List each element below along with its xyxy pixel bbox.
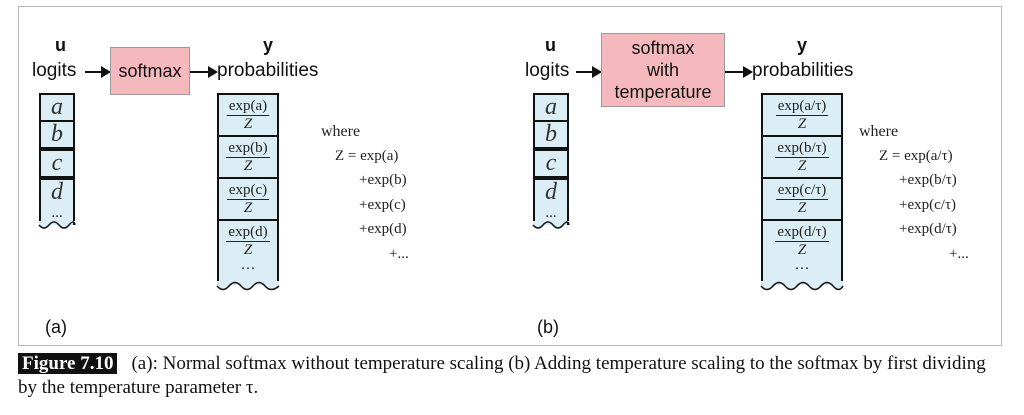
arrow-softmax-to-probabilities-a [190,66,218,78]
arrow-logits-to-softmax-b [576,66,602,78]
equation-line: +... [389,246,409,262]
equation-line: +exp(b/τ) [899,172,957,188]
input-cell-a: a [39,93,75,122]
equation-line: +exp(d) [359,221,407,237]
input-cell-b: b [533,120,569,149]
torn-edge-icon [760,281,844,291]
output-cell-b: exp(b)Z [217,135,279,179]
torn-edge-icon [216,281,280,291]
arrow-softmax-to-probabilities-b [725,66,753,78]
output-cell-a: exp(a/τ)Z [761,93,843,137]
y-vector-label-a: y [263,35,274,55]
where-label-a: where [321,123,361,140]
equation-line: Z = exp(a/τ) [879,148,953,164]
u-vector-label-a: u [55,35,66,55]
input-cell-c: c [39,149,75,178]
input-cell-d: d [533,178,569,207]
softmax-label-a: softmax [118,60,182,81]
input-ellipsis-cell: ... [533,205,569,225]
output-cell-d: exp(d)Z [217,219,279,263]
figure-number-badge: Figure 7.10 [18,353,118,374]
input-cell-d: d [39,178,75,207]
equation-line: +exp(c/τ) [899,197,956,213]
figure-caption: Figure 7.10(a): Normal softmax without t… [18,352,1008,400]
caption-text: (a): Normal softmax without temperature … [18,353,986,398]
temperature-label-b: temperature [614,82,712,102]
probabilities-label-b: probabilities [752,60,854,81]
output-cell-b: exp(b/τ)Z [761,135,843,179]
softmax-label-b: softmax [631,38,695,58]
equation-line: Z = exp(a) [335,148,399,164]
equation-line: +exp(d/τ) [899,221,957,237]
y-vector-label-b: y [797,35,808,55]
input-cell-a: a [533,93,569,122]
softmax-temperature-box: softmax with temperature [601,33,725,107]
u-vector-label-b: u [545,35,556,55]
input-cell-c: c [533,149,569,178]
where-label-b: where [859,123,899,140]
output-cell-c: exp(c)Z [217,177,279,221]
logits-label-b: logits [525,60,570,81]
figure-panel: u logits softmax y probabilities a b c d… [18,6,1002,346]
panel-tag-a: (a) [45,317,67,337]
input-cell-b: b [39,120,75,149]
probabilities-label-a: probabilities [217,60,319,81]
panel-tag-b: (b) [537,317,559,337]
with-label-b: with [646,60,679,80]
input-ellipsis-cell: ... [39,205,75,225]
arrow-logits-to-softmax-a [85,66,111,78]
equation-line: +exp(c) [359,197,406,213]
output-cell-d: exp(d/τ)Z [761,219,843,263]
equation-line: +exp(b) [359,172,407,188]
equation-line: +... [949,246,969,262]
output-cell-c: exp(c/τ)Z [761,177,843,221]
torn-edge-icon [532,221,570,229]
logits-label-a: logits [32,60,77,81]
output-cell-a: exp(a)Z [217,93,279,137]
torn-edge-icon [38,221,76,229]
softmax-box-a: softmax [110,47,190,95]
